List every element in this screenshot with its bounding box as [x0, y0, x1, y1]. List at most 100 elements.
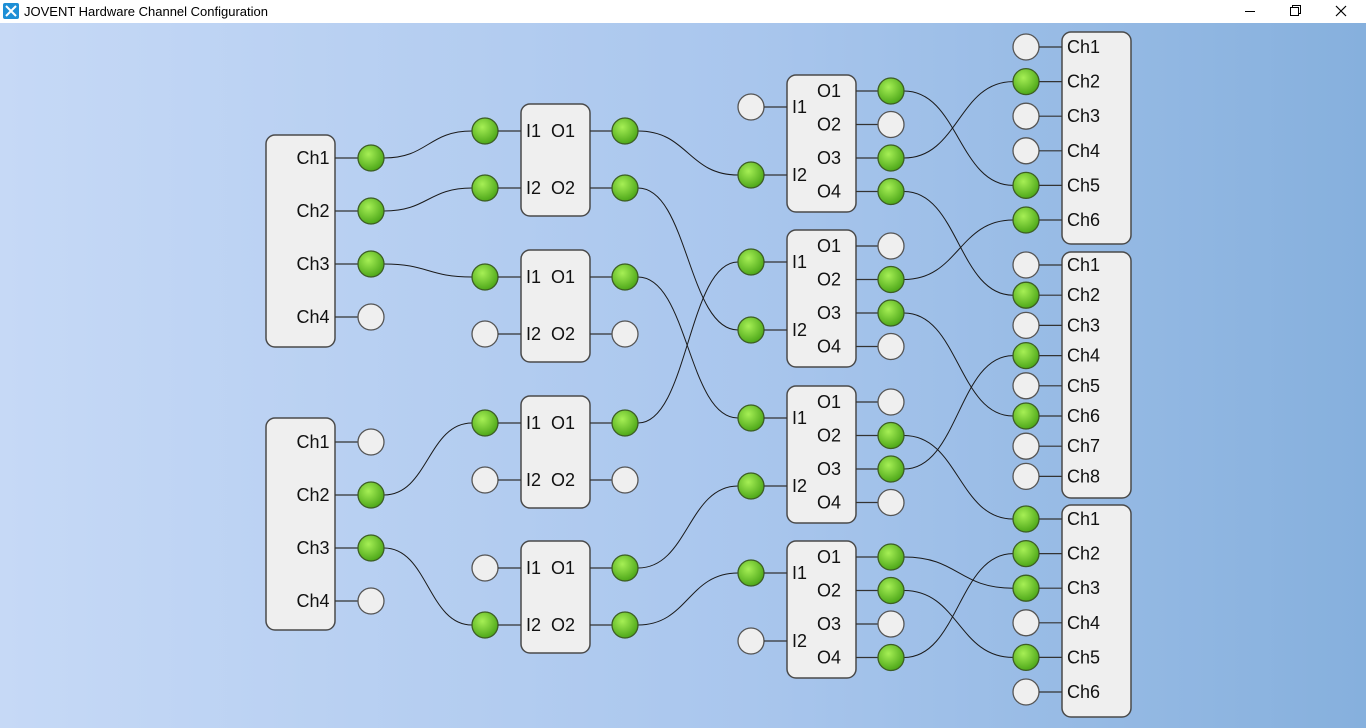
output-2-ch6-port[interactable]: [1012, 402, 1040, 430]
output-3-ch6-port[interactable]: [1012, 678, 1040, 706]
output-2-ch1-port[interactable]: [1012, 251, 1040, 279]
output-3-ch6-label: Ch6: [1067, 682, 1100, 702]
output-3-ch1-port[interactable]: [1012, 505, 1040, 533]
switch-2-i1-port[interactable]: [737, 248, 765, 276]
switch-4-box[interactable]: [786, 540, 857, 679]
input-1-box[interactable]: [265, 134, 336, 348]
input-2-ch1-label: Ch1: [296, 432, 329, 452]
splitter-4-i1-port[interactable]: [471, 554, 499, 582]
switch-1-box[interactable]: [786, 74, 857, 213]
splitter-4-o1-port[interactable]: [611, 554, 639, 582]
output-1-box[interactable]: [1061, 31, 1132, 245]
switch-2-o3-port[interactable]: [877, 299, 905, 327]
switch-3-o3-port[interactable]: [877, 455, 905, 483]
splitter-2-o2-port[interactable]: [611, 320, 639, 348]
input-2-ch3-port[interactable]: [357, 534, 385, 562]
switch-2-box[interactable]: [786, 229, 857, 368]
splitter-4-box[interactable]: [520, 540, 591, 654]
splitter-1-box[interactable]: [520, 103, 591, 217]
output-1-ch1-port[interactable]: [1012, 33, 1040, 61]
splitter-1-i1-port[interactable]: [471, 117, 499, 145]
input-2-ch4-port[interactable]: [357, 587, 385, 615]
output-2-ch3-label: Ch3: [1067, 315, 1100, 335]
switch-1-o2-port[interactable]: [877, 110, 905, 139]
splitter-3-box[interactable]: [520, 395, 591, 509]
switch-3-o2-port[interactable]: [877, 421, 905, 450]
switch-4-i2-port[interactable]: [737, 627, 765, 655]
switch-3-i1-port[interactable]: [737, 404, 765, 432]
input-2-ch2-port[interactable]: [357, 481, 385, 509]
output-2-ch4-port[interactable]: [1012, 341, 1040, 370]
input-1-ch4-port[interactable]: [357, 303, 385, 331]
output-2-ch3-port[interactable]: [1012, 311, 1040, 340]
switch-4-i1-port[interactable]: [737, 559, 765, 587]
switch-3-o4-port[interactable]: [877, 488, 905, 517]
output-1-ch3-port[interactable]: [1012, 102, 1040, 130]
switch-4-o3-port[interactable]: [877, 610, 905, 638]
splitter-4-i2-port[interactable]: [471, 611, 499, 639]
input-1-ch1-port[interactable]: [357, 144, 385, 172]
switch-1-o1-port[interactable]: [877, 77, 905, 105]
window-title: JOVENT Hardware Channel Configuration: [24, 4, 268, 19]
splitter-2-box[interactable]: [520, 249, 591, 363]
output-3-ch2-port[interactable]: [1012, 539, 1040, 568]
switch-1-o1-label: O1: [817, 81, 841, 101]
output-2-ch8-port[interactable]: [1012, 462, 1040, 491]
output-1-ch4-port[interactable]: [1012, 137, 1040, 165]
output-1-ch5-port[interactable]: [1012, 171, 1040, 200]
switch-1-i1-port[interactable]: [737, 93, 765, 121]
switch-2-o1-port[interactable]: [877, 232, 905, 260]
switch-4-o1-port[interactable]: [877, 543, 905, 571]
switch-3-box[interactable]: [786, 385, 857, 524]
splitter-1-i2-port[interactable]: [471, 174, 499, 202]
switch-4-o2-port[interactable]: [877, 576, 905, 605]
splitter-3-o2-port[interactable]: [611, 466, 639, 494]
splitter-3-i2-port[interactable]: [471, 466, 499, 494]
splitter-1-o1-port[interactable]: [611, 117, 639, 145]
switch-4-o4-port[interactable]: [877, 643, 905, 672]
switch-1-o3-port[interactable]: [877, 144, 905, 172]
switch-3-i2-port[interactable]: [737, 472, 765, 500]
splitter-3-o1-port[interactable]: [611, 409, 639, 437]
splitter-4-o2-port[interactable]: [611, 611, 639, 639]
output-3-box[interactable]: [1061, 504, 1132, 718]
output-2-ch7-port[interactable]: [1012, 432, 1040, 460]
splitter-3-i1-port[interactable]: [471, 409, 499, 437]
input-1-ch2-port[interactable]: [357, 197, 385, 225]
connection-wire-9: [637, 261, 739, 424]
restore-button[interactable]: [1272, 0, 1318, 23]
output-1-ch6-port[interactable]: [1012, 206, 1040, 234]
app-icon: [3, 3, 19, 19]
input-2-ch1-port[interactable]: [357, 428, 385, 456]
splitter-2-i1-port[interactable]: [471, 263, 499, 291]
connection-wire-20: [903, 590, 1014, 658]
switch-1-o4-label: O4: [817, 182, 841, 202]
splitter-2-i2-port[interactable]: [471, 320, 499, 348]
output-1-ch2-port[interactable]: [1012, 67, 1040, 96]
output-3-ch4-port[interactable]: [1012, 609, 1040, 637]
close-button[interactable]: [1318, 0, 1364, 23]
switch-2-o1-label: O1: [817, 236, 841, 256]
switch-2-o2-port[interactable]: [877, 265, 905, 294]
splitter-2-o1-port[interactable]: [611, 263, 639, 291]
splitter-3-i2-label: I2: [526, 470, 541, 490]
input-2-box[interactable]: [265, 417, 336, 631]
output-2-ch2-port[interactable]: [1012, 281, 1040, 309]
switch-2-o4-port[interactable]: [877, 332, 905, 361]
connection-wire-12: [903, 90, 1014, 186]
switch-1-o2-label: O2: [817, 115, 841, 135]
splitter-4-o2-label: O2: [551, 615, 575, 635]
switch-1-i2-port[interactable]: [737, 161, 765, 189]
switch-2-i2-port[interactable]: [737, 316, 765, 344]
input-1-ch3-port[interactable]: [357, 250, 385, 278]
output-3-ch3-port[interactable]: [1012, 574, 1040, 602]
switch-1-o4-port[interactable]: [877, 177, 905, 206]
output-2-ch5-port[interactable]: [1012, 372, 1040, 400]
splitter-3-o2-label: O2: [551, 470, 575, 490]
switch-4-o4-label: O4: [817, 648, 841, 668]
output-3-ch5-port[interactable]: [1012, 643, 1040, 672]
output-2-box[interactable]: [1061, 251, 1132, 499]
splitter-1-o2-port[interactable]: [611, 174, 639, 202]
minimize-button[interactable]: [1228, 0, 1274, 23]
switch-3-o1-port[interactable]: [877, 388, 905, 416]
